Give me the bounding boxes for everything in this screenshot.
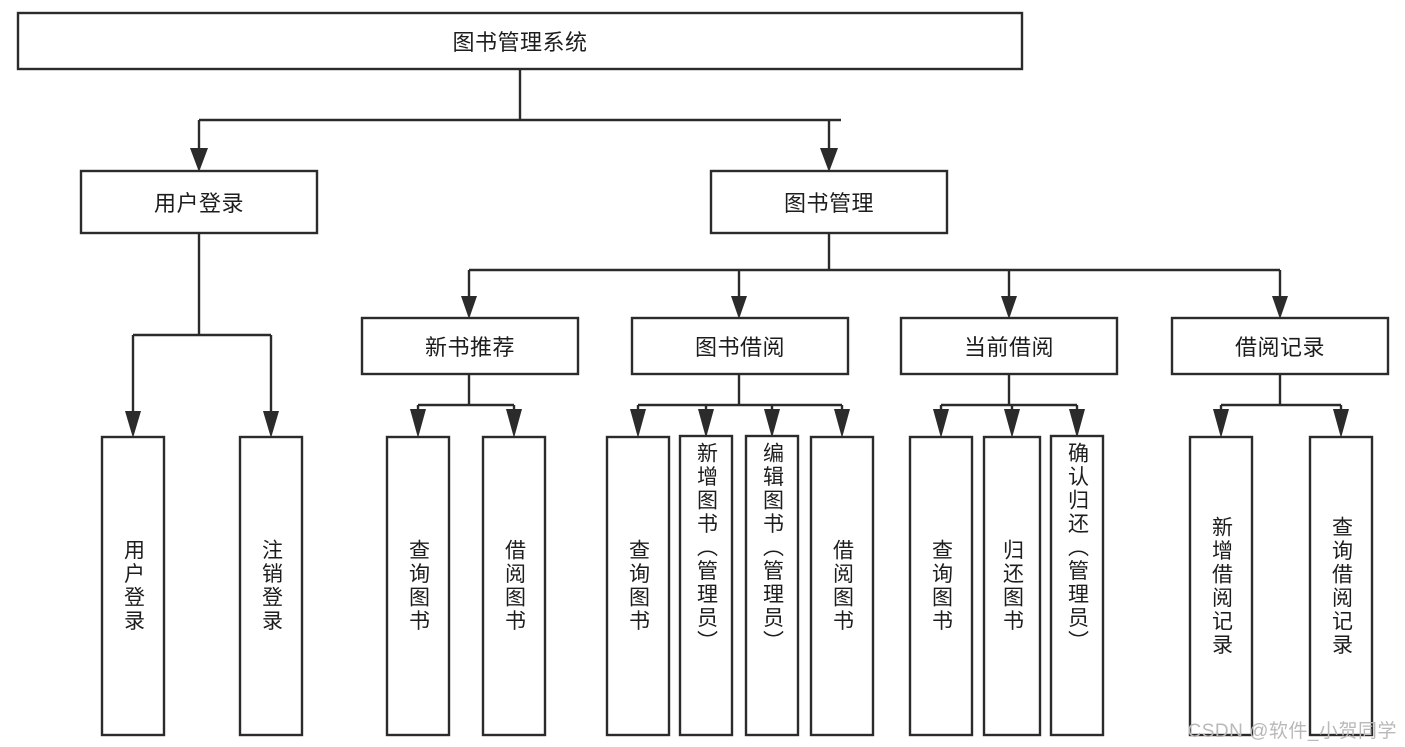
edge-group-user-login <box>125 233 279 438</box>
node-leaf-cur-return[interactable] <box>982 435 1042 737</box>
arrow-head-book-manage <box>820 148 838 172</box>
arrow-head-leaf-user-login <box>125 411 141 438</box>
arrow-head-bw-edit <box>764 409 780 438</box>
arrow-head-cur-query <box>933 409 949 438</box>
node-record[interactable] <box>1170 316 1390 376</box>
arrow-head-borrow <box>731 296 747 319</box>
arrow-head-user-login <box>190 148 208 172</box>
arrow-head-bw-add <box>698 409 714 438</box>
edge-group-root <box>190 69 841 172</box>
node-leaf-bw-query[interactable] <box>605 435 671 737</box>
arrow-head-rec-add <box>1213 409 1229 438</box>
node-leaf-rec-query[interactable] <box>1308 435 1374 737</box>
node-current[interactable] <box>899 316 1119 376</box>
arrow-head-nb-query <box>410 409 426 438</box>
arrow-head-bw-borrow <box>834 409 850 438</box>
arrow-head-cur-confirm <box>1069 409 1085 438</box>
node-book-manage[interactable] <box>709 169 949 235</box>
arrow-head-rec-query <box>1333 409 1349 438</box>
node-leaf-user-logout[interactable] <box>238 435 304 737</box>
node-leaf-nb-borrow[interactable] <box>481 435 547 737</box>
edge-group-new-book <box>410 374 522 438</box>
arrow-head-bw-query <box>630 409 646 438</box>
node-root[interactable] <box>16 11 1024 71</box>
node-leaf-bw-edit[interactable] <box>744 434 800 737</box>
arrow-head-cur-return <box>1004 409 1020 438</box>
node-leaf-bw-add[interactable] <box>678 434 734 737</box>
node-leaf-user-login[interactable] <box>100 435 166 737</box>
arrow-head-nb-borrow <box>506 409 522 438</box>
edge-group-book-manage <box>461 233 1288 319</box>
node-user-login[interactable] <box>79 169 319 235</box>
edge-group-record <box>1213 374 1349 438</box>
node-new-book[interactable] <box>360 316 580 376</box>
arrow-head-new-book <box>461 296 477 319</box>
arrow-head-current <box>1001 296 1017 319</box>
node-leaf-rec-add[interactable] <box>1188 435 1254 737</box>
arrow-head-leaf-user-logout <box>263 411 279 438</box>
node-borrow[interactable] <box>630 316 850 376</box>
node-leaf-cur-query[interactable] <box>908 435 974 737</box>
arrow-head-record <box>1272 296 1288 319</box>
edge-group-borrow <box>630 374 850 438</box>
node-leaf-bw-borrow[interactable] <box>809 435 875 737</box>
edge-group-current <box>933 374 1085 438</box>
node-leaf-cur-confirm[interactable] <box>1049 434 1105 737</box>
node-leaf-nb-query[interactable] <box>385 435 451 737</box>
watermark-text: CSDN @软件_小贺同学 <box>1187 721 1397 742</box>
